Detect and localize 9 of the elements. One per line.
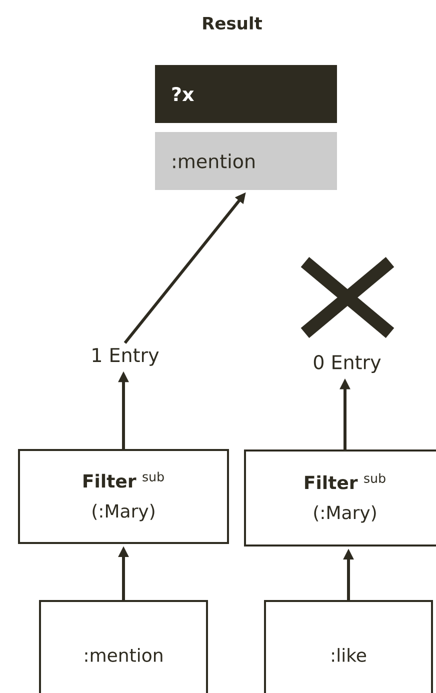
process-box: Filter $^{sub}$ (:Mary) bbox=[18, 449, 229, 544]
count-label: 0 Entry bbox=[314, 354, 381, 374]
process-box: Filter $^{sub}$ (:Mary) bbox=[244, 450, 436, 546]
process-box: :mention bbox=[39, 600, 208, 693]
table-cell: :mention bbox=[155, 132, 337, 190]
header-cell: ?x bbox=[155, 65, 337, 123]
count-label: 1 Entry bbox=[92, 348, 159, 366]
process-box: :like bbox=[264, 600, 433, 693]
title: Result bbox=[203, 16, 262, 30]
